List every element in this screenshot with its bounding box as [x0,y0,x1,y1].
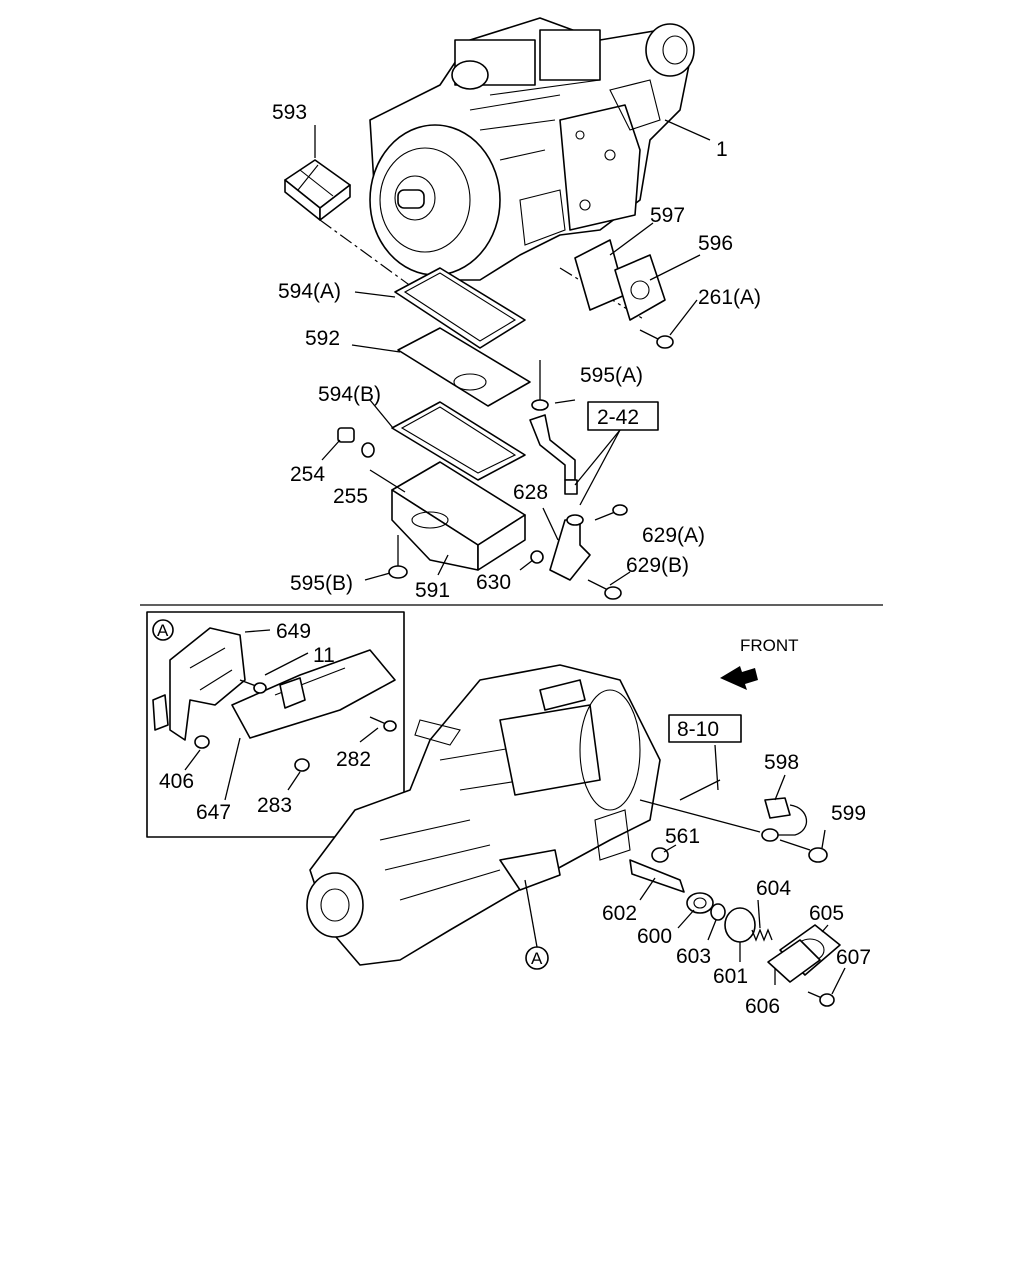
label-600: 600 [637,925,672,948]
spring-604 [751,928,773,942]
label-628: 628 [513,481,548,504]
ref-8-10: 8-10 [677,718,719,741]
oil-strainer [284,159,351,221]
label-629b: 629(B) [626,554,689,577]
nut-406 [194,735,210,749]
bolt-595b [388,535,408,579]
label-595a: 595(A) [580,364,643,387]
label-406: 406 [159,770,194,793]
gasket-606 [767,939,821,983]
transmission-lower [306,664,661,966]
oring-255 [361,442,375,458]
leader-lines-lower [639,774,846,995]
circle-a-lower-label: A [531,949,543,968]
filler-pipe-628 [529,414,591,581]
label-283: 283 [257,794,292,817]
inset-circle-a [152,619,174,641]
inset-circle-a-label: A [157,621,169,640]
bushing-600 [686,892,714,914]
gasket-594b [391,401,526,481]
bolt-595a [531,360,549,411]
label-11: 11 [313,644,335,667]
ref-2-42: 2-42 [597,406,639,429]
bolt-629a [594,504,628,521]
label-601: 601 [713,965,748,988]
heat-shield-647 [231,649,396,739]
label-561: 561 [665,825,700,848]
oring-601 [724,907,756,943]
sensor-599 [639,799,828,863]
label-592: 592 [305,327,340,350]
label-598: 598 [764,751,799,774]
bracket-649 [152,627,246,741]
label-594a: 594(A) [278,280,341,303]
bolt-607 [807,991,835,1007]
label-606: 606 [745,995,780,1018]
separator-plate-592 [397,327,531,407]
bolt-11 [239,679,267,694]
label-630: 630 [476,571,511,594]
oring-630 [530,550,544,564]
label-605: 605 [809,902,844,925]
ref-box-2-42 [587,401,659,431]
bolt-282 [369,716,397,732]
oil-pan-591 [391,461,526,571]
label-596: 596 [698,232,733,255]
label-629a: 629(A) [642,524,705,547]
part-labels: 1 593 597 596 594(A) 261(A) 592 595(A) 5… [157,101,871,1018]
label-1: 1 [716,138,728,161]
cable-598 [679,744,808,836]
transmission-upper [369,17,695,281]
cover-596 [574,239,666,321]
label-595b: 595(B) [290,572,353,595]
leader-lines-inset [184,629,379,801]
label-591: 591 [415,579,450,602]
ref-box-8-10 [668,714,742,743]
plug-561 [651,847,669,863]
label-647: 647 [196,801,231,824]
label-594b: 594(B) [318,383,381,406]
label-261a: 261(A) [698,286,761,309]
label-597: 597 [650,204,685,227]
leader-a-lower [524,879,538,948]
label-254: 254 [290,463,325,486]
label-607: 607 [836,946,871,969]
bolt-261a [639,329,674,349]
nut-283 [294,758,310,772]
ring-603 [710,903,726,921]
bolt-629b [587,579,622,600]
front-label: FRONT [740,636,799,655]
label-603: 603 [676,945,711,968]
label-602: 602 [602,902,637,925]
label-593: 593 [272,101,307,124]
gasket-594a [394,267,526,349]
bolt-254 [337,427,355,443]
label-649: 649 [276,620,311,643]
label-599: 599 [831,802,866,825]
label-604: 604 [756,877,791,900]
shaft-602 [629,859,685,893]
leader-lines-upper [314,119,711,586]
label-255: 255 [333,485,368,508]
arrow-front-icon [720,666,758,690]
label-282: 282 [336,748,371,771]
